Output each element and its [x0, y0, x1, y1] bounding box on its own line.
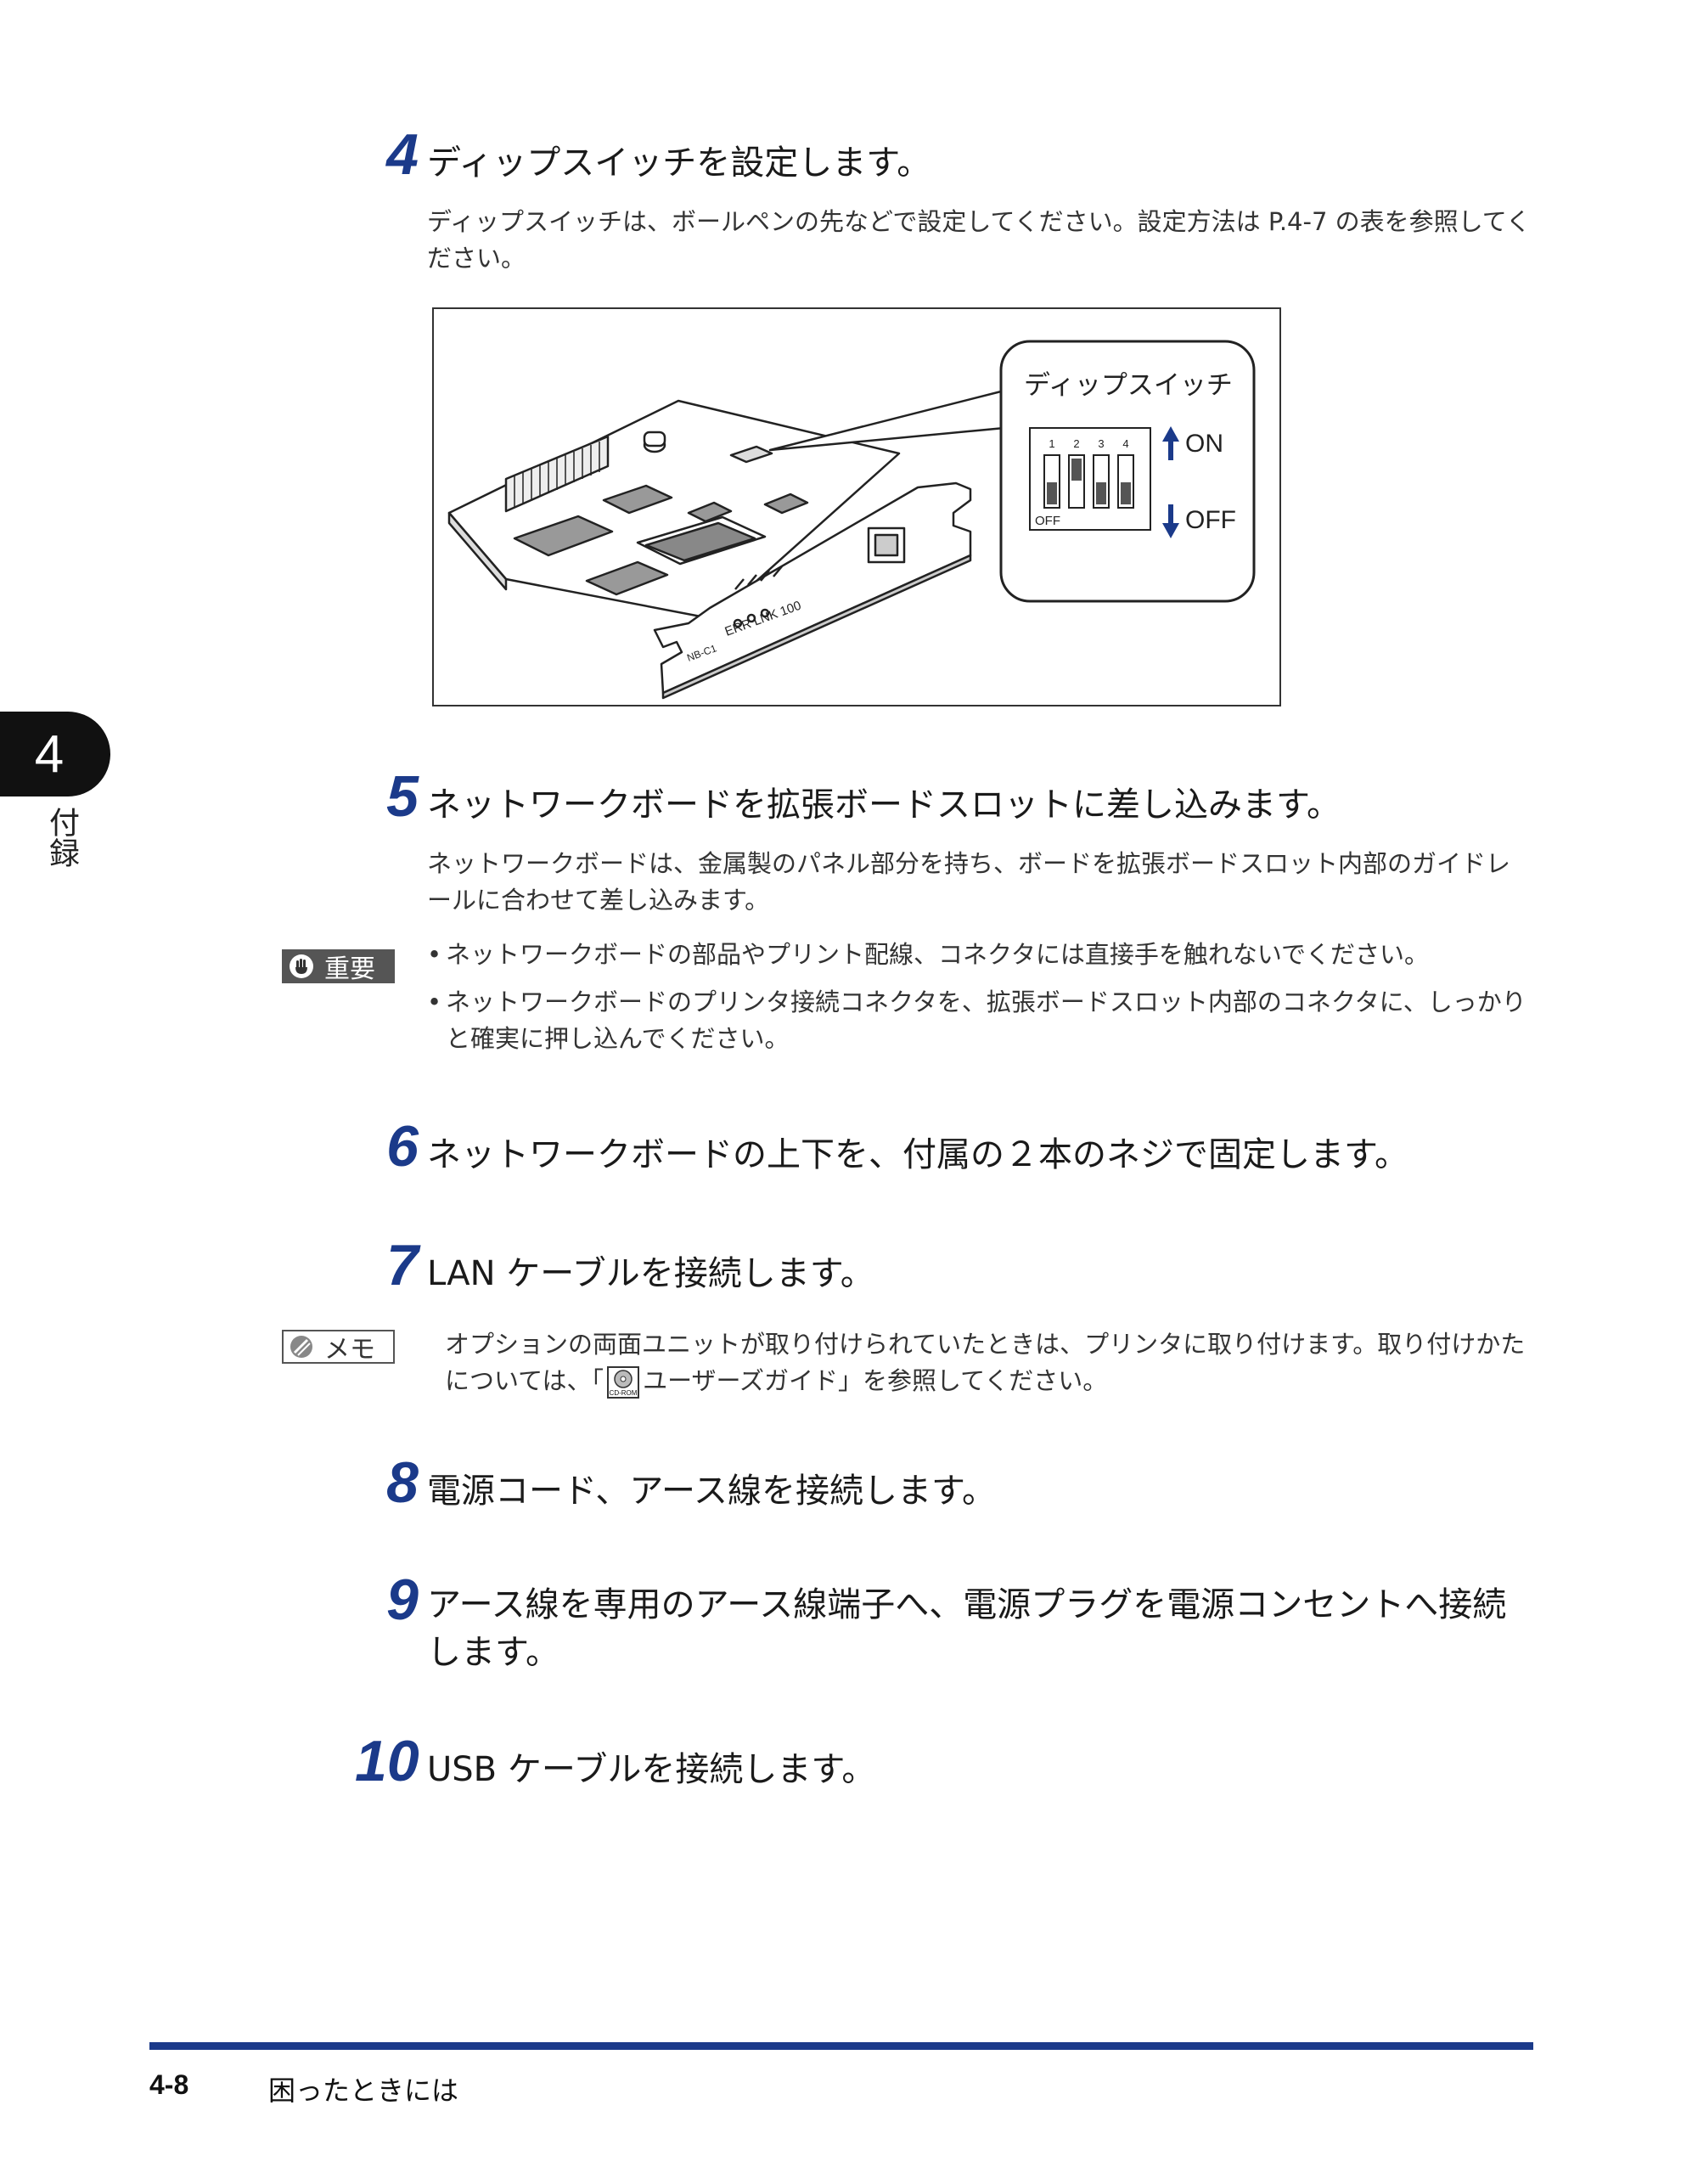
important-badge: 重要 — [282, 949, 395, 984]
step-body: ネットワークボードは、金属製のパネル部分を持ち、ボードを拡張ボードスロット内部の… — [427, 849, 1511, 915]
step-title: USB ケーブルを接続します。 — [427, 1750, 876, 1789]
svg-text:CD-ROM: CD-ROM — [610, 1389, 638, 1397]
chapter-label: 付録 — [44, 807, 79, 868]
step-number: 7 — [386, 1233, 419, 1297]
chapter-tab: 4 — [0, 712, 110, 796]
off-label: OFF — [1185, 506, 1236, 534]
off-arrow-icon — [1162, 504, 1179, 538]
important-label: 重要 — [324, 954, 375, 984]
switch-number: 1 — [1049, 437, 1054, 450]
hand-stop-icon — [290, 954, 313, 978]
on-label: ON — [1185, 430, 1223, 458]
cd-rom-icon: CD-ROM — [607, 1366, 640, 1399]
step-title: ディップスイッチを設定します。 — [427, 144, 931, 183]
step-number: 10 — [355, 1729, 419, 1793]
memo-label: メモ — [324, 1335, 375, 1365]
on-arrow-icon — [1162, 426, 1179, 460]
step-number: 9 — [386, 1568, 419, 1632]
step-number: 8 — [386, 1450, 419, 1515]
switch-off-small: OFF — [1035, 514, 1060, 528]
footer-title: 困ったときには — [268, 2074, 459, 2107]
step-body: ディップスイッチは、ボールペンの先などで設定してください。設定方法は P.4-7… — [427, 207, 1531, 273]
switch-number: 2 — [1073, 437, 1079, 450]
footer-rule — [149, 2042, 1533, 2050]
step-title: アース線を専用のアース線端子へ、電源プラグを電源コンセントへ接続します。 — [427, 1585, 1507, 1672]
step-title: 電源コード、アース線を接続します。 — [427, 1472, 996, 1511]
network-board-illustration: ERR LNK 100 NB-C1 ディップスイッチ 1 2 3 4 OFF — [447, 340, 1256, 700]
step-title: ネットワークボードの上下を、付属の２本のネジで固定します。 — [427, 1135, 1408, 1174]
step-number: 5 — [386, 764, 419, 829]
switch-number: 3 — [1098, 437, 1104, 450]
step-title: ネットワークボードを拡張ボードスロットに差し込みます。 — [427, 785, 1341, 825]
dip-switch-figure: ERR LNK 100 NB-C1 ディップスイッチ 1 2 3 4 OFF — [432, 307, 1281, 706]
callout-title: ディップスイッチ — [1024, 370, 1233, 401]
pencil-memo-icon — [290, 1336, 312, 1358]
step-number: 4 — [386, 122, 419, 187]
page-number: 4-8 — [149, 2069, 189, 2100]
step-number: 6 — [386, 1114, 419, 1179]
switch-number: 4 — [1122, 437, 1128, 450]
memo-badge: メモ — [282, 1330, 395, 1365]
step-title: LAN ケーブルを接続します。 — [427, 1254, 874, 1293]
memo-text: オプションの両面ユニットが取り付けられていたときは、プリンタに取り付けます。取り… — [445, 1330, 1526, 1399]
